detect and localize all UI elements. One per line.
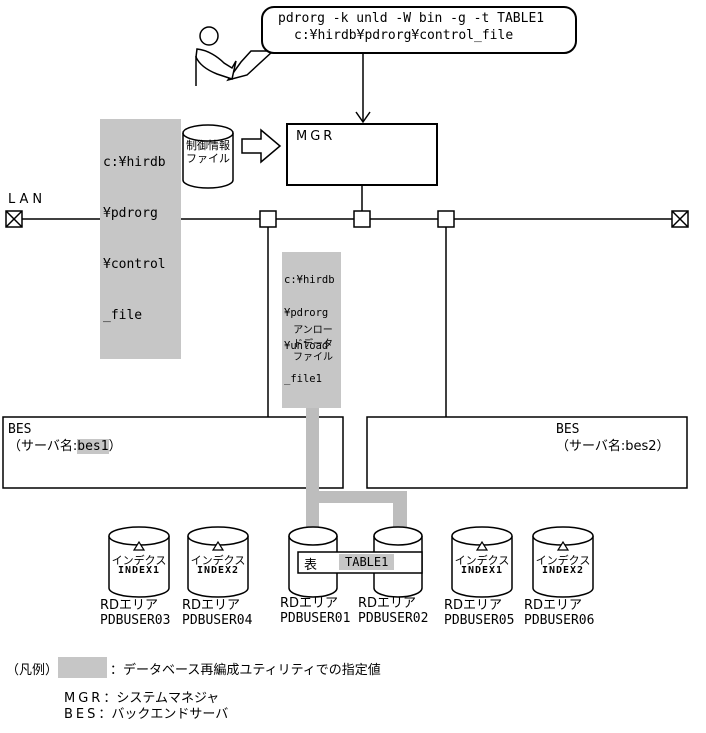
mgr-box-shape bbox=[286, 123, 438, 219]
control-file-path-line: ¥pdrorg bbox=[103, 206, 158, 221]
rd-cylinder-pdbuser05 bbox=[451, 526, 513, 598]
index-kind-label: インデクス bbox=[111, 554, 167, 567]
bes1-server-suffix: ） bbox=[108, 439, 122, 454]
lan-terminator-left-icon bbox=[5, 210, 23, 228]
lan-label: LAN bbox=[8, 192, 47, 207]
legend-bes-abbr: BES bbox=[64, 707, 99, 722]
index-name-label: INDEX2 bbox=[196, 565, 240, 576]
rd-area-caption: RDエリア PDBUSER03 bbox=[100, 598, 170, 628]
rd-area-name: PDBUSER03 bbox=[100, 613, 171, 628]
lan-node-bes2 bbox=[437, 210, 455, 228]
unload-file-path-line: ¥pdrorg bbox=[284, 307, 329, 319]
bes1-server-line: （サーバ名:bes1） bbox=[8, 439, 122, 455]
control-input-arrow bbox=[241, 128, 282, 164]
mgr-label: MGR bbox=[296, 129, 336, 144]
table-name-label: TABLE1 bbox=[339, 554, 395, 570]
unload-file-cylinder-label: アンロー ドデータ ファイル bbox=[290, 324, 336, 365]
index-name-label: INDEX1 bbox=[117, 565, 161, 576]
legend-bes-desc: ：バックエンドサーバ bbox=[98, 707, 229, 722]
control-file-cylinder-label: 制御情報 ファイル bbox=[184, 139, 232, 165]
bes2-box-shape bbox=[366, 416, 688, 489]
control-file-path-line: _file bbox=[103, 308, 143, 323]
index-kind-label: インデクス bbox=[535, 554, 591, 567]
control-file-path-line: ¥control bbox=[103, 257, 166, 272]
legend-mgr-abbr: MGR bbox=[64, 691, 104, 706]
command-to-mgr-arrow bbox=[355, 53, 371, 124]
bes1-title: BES bbox=[8, 422, 32, 437]
rd-area-caption: RDエリア PDBUSER02 bbox=[358, 596, 428, 626]
control-file-path: c:¥hirdb ¥pdrorg ¥control _file bbox=[100, 119, 181, 359]
table-kind-label: 表 bbox=[304, 558, 318, 573]
unload-file-path: c:¥hirdb ¥pdrorg ¥unload _file1 bbox=[282, 252, 341, 408]
rd-area-label: RDエリア bbox=[444, 598, 503, 613]
lan-node-bes1 bbox=[259, 210, 277, 228]
index-kind-label: インデクス bbox=[190, 554, 246, 567]
unload-file-path-line: c:¥hirdb bbox=[284, 274, 335, 286]
user-icon bbox=[195, 26, 237, 86]
legend-heading: （凡例） bbox=[6, 663, 59, 678]
index-triangle-icons bbox=[132, 540, 570, 551]
rd-area-name: PDBUSER01 bbox=[280, 611, 351, 626]
lan-drop-lines bbox=[267, 227, 447, 417]
rd-area-name: PDBUSER02 bbox=[358, 611, 429, 626]
legend-highlight-swatch bbox=[58, 657, 107, 678]
rd-cylinder-pdbuser03 bbox=[108, 526, 170, 598]
command-line-2: c:¥hirdb¥pdrorg¥control_file bbox=[294, 28, 514, 43]
unload-cyl-line: アンロー bbox=[293, 325, 333, 336]
rd-area-caption: RDエリア PDBUSER05 bbox=[444, 598, 514, 628]
command-line-1: pdrorg -k unld -W bin -g -t TABLE1 bbox=[278, 11, 545, 26]
rd-area-caption: RDエリア PDBUSER04 bbox=[182, 598, 252, 628]
command-bubble-shape bbox=[261, 6, 577, 54]
bes2-server-line: （サーバ名:bes2） bbox=[556, 439, 670, 454]
legend-mgr-line: MGR：システムマネジャ bbox=[64, 687, 219, 706]
control-file-path-line: c:¥hirdb bbox=[103, 155, 166, 170]
control-file-cylinder bbox=[182, 124, 234, 189]
rd-area-caption: RDエリア PDBUSER01 bbox=[280, 596, 350, 626]
unload-cyl-line: ファイル bbox=[293, 352, 333, 363]
lan-terminator-right-icon bbox=[671, 210, 689, 228]
rd-area-label: RDエリア bbox=[182, 598, 241, 613]
lan-node-mgr bbox=[353, 210, 371, 228]
rd-area-name: PDBUSER06 bbox=[524, 613, 595, 628]
index-kind-label: インデクス bbox=[454, 554, 510, 567]
legend-highlight-desc: ：データベース再編成ユティリティでの指定値 bbox=[110, 663, 381, 678]
unload-cyl-line: ドデータ bbox=[293, 338, 333, 350]
rd-area-label: RDエリア bbox=[100, 598, 159, 613]
rd-area-label: RDエリア bbox=[524, 598, 583, 613]
legend-mgr-desc: ：システムマネジャ bbox=[103, 691, 220, 706]
index-name-label: INDEX1 bbox=[460, 565, 504, 576]
control-cyl-line: ファイル bbox=[186, 152, 230, 165]
bes1-server-prefix: （サーバ名: bbox=[8, 439, 78, 454]
unload-file-path-line: _file1 bbox=[284, 373, 322, 385]
bes1-server-name: bes1 bbox=[77, 439, 109, 454]
rd-area-label: RDエリア bbox=[280, 596, 339, 611]
index-name-label: INDEX2 bbox=[541, 565, 585, 576]
rd-cylinder-pdbuser04 bbox=[187, 526, 249, 598]
bes1-box-shape bbox=[2, 416, 344, 489]
rd-area-label: RDエリア bbox=[358, 596, 417, 611]
bes2-title: BES bbox=[556, 422, 580, 437]
rd-area-name: PDBUSER05 bbox=[444, 613, 515, 628]
rd-area-name: PDBUSER04 bbox=[182, 613, 253, 628]
unload-file-path-line: ¥unload bbox=[284, 340, 329, 352]
rd-area-caption: RDエリア PDBUSER06 bbox=[524, 598, 594, 628]
control-cyl-line: 制御情報 bbox=[186, 139, 230, 152]
legend-bes-line: BES：バックエンドサーバ bbox=[64, 703, 228, 722]
rd-cylinder-pdbuser06 bbox=[532, 526, 594, 598]
